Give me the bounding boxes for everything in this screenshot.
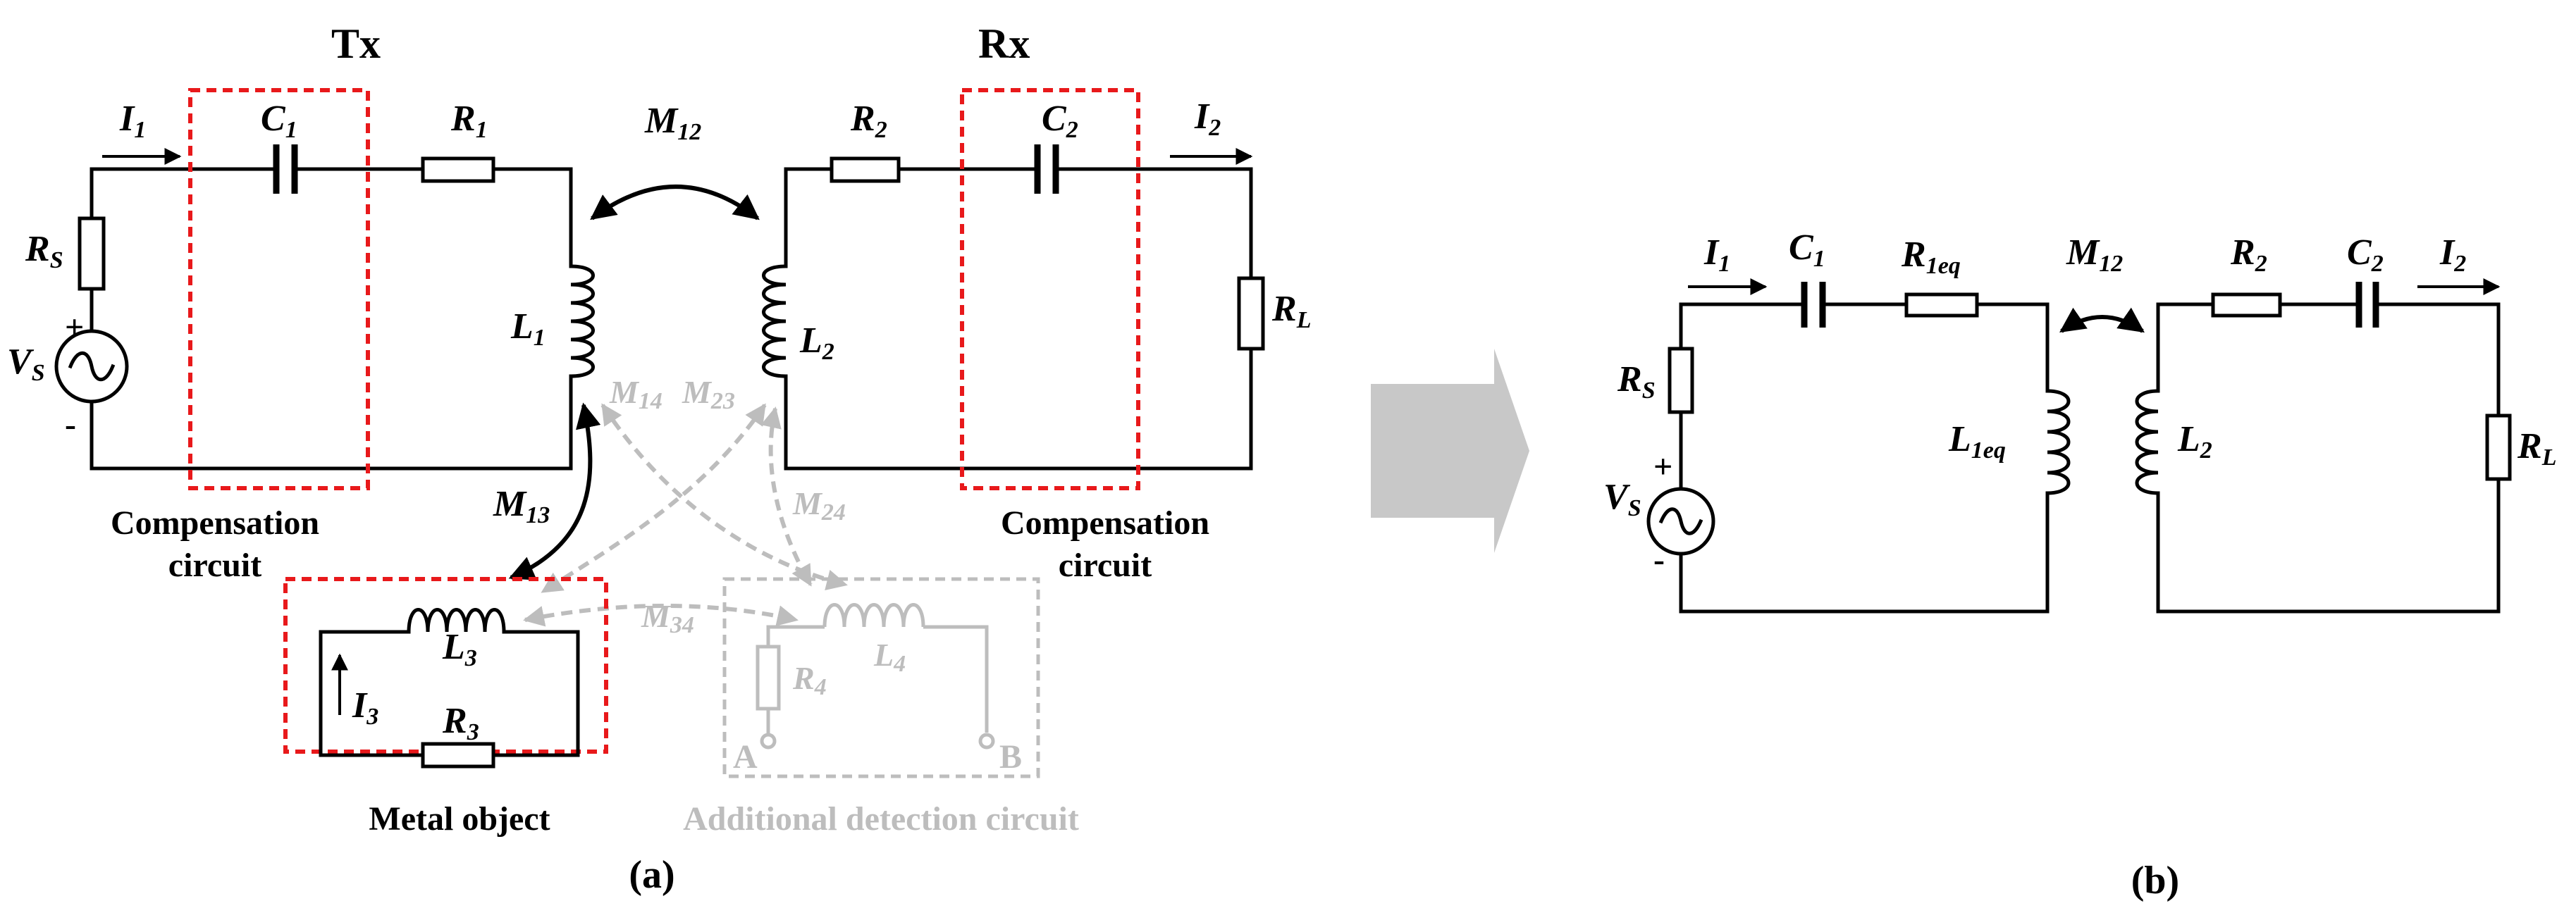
label-r2-b: R2 — [2230, 232, 2267, 277]
label-i3: I3 — [352, 685, 378, 730]
label-m34: M34 — [641, 598, 694, 638]
resistor-r2-b — [2211, 292, 2282, 318]
inductor-l1 — [569, 264, 595, 378]
label-l3: L3 — [442, 627, 477, 671]
label-m12: M12 — [644, 101, 701, 145]
label-rs: RS — [25, 229, 63, 273]
label-c2: C2 — [1042, 99, 1078, 143]
inductor-l2 — [762, 264, 788, 378]
label-l1eq: L1eq — [1948, 419, 2006, 464]
compensation-label-left-2: circuit — [168, 547, 261, 584]
label-rl: RL — [1271, 289, 1311, 333]
label-l2-b: L2 — [2177, 419, 2212, 464]
label-r4: R4 — [792, 660, 827, 700]
label-minus: - — [65, 406, 76, 443]
label-l2: L2 — [799, 321, 834, 365]
label-r1eq: R1eq — [1901, 235, 1961, 279]
terminal-a — [760, 733, 777, 750]
caption-a: (a) — [629, 853, 674, 897]
inductor-l4 — [822, 603, 925, 628]
rx-circuit — [762, 144, 1265, 471]
label-minus-b: - — [1653, 541, 1665, 578]
label-i2: I2 — [1194, 97, 1221, 141]
resistor-r4 — [756, 645, 781, 711]
caption-b: (b) — [2131, 859, 2179, 902]
label-terminal-b: B — [999, 738, 1022, 776]
label-r3: R3 — [442, 701, 479, 745]
compensation-box-right — [960, 88, 1140, 490]
transform-arrow-icon — [1371, 349, 1529, 553]
label-plus-b: + — [1653, 448, 1672, 485]
label-m12-b: M12 — [2066, 232, 2123, 277]
label-r2: R2 — [850, 99, 887, 143]
label-m23: M23 — [682, 374, 735, 414]
terminal-b — [978, 733, 995, 750]
resistor-r1 — [421, 156, 495, 183]
label-c1: C1 — [261, 99, 297, 143]
compensation-label-right-2: circuit — [1059, 547, 1152, 584]
resistor-rl-b — [2485, 414, 2512, 481]
inductor-l1eq — [2045, 389, 2071, 495]
metal-object-circuit — [283, 577, 608, 769]
inductor-l2-b — [2135, 389, 2160, 495]
resistor-r1eq — [1904, 292, 1979, 318]
label-vs: VS — [7, 342, 45, 386]
detection-circuit-label: Additional detection circuit — [683, 800, 1079, 838]
label-l1: L1 — [510, 306, 546, 351]
compensation-label-right-1: Compensation — [1001, 504, 1209, 542]
label-terminal-a: A — [733, 738, 758, 776]
label-i1: I1 — [119, 99, 146, 143]
label-c2-b: C2 — [2347, 232, 2384, 277]
label-r1: R1 — [450, 99, 488, 143]
label-m24: M24 — [792, 485, 846, 526]
metal-object-label: Metal object — [369, 800, 550, 838]
panel-a: Tx Rx I1 C1 R1 M12 R2 C2 I2 RS VS + - L1… — [7, 20, 1311, 897]
panel-b: I1 C1 R1eq M12 R2 C2 I2 RS VS + - L1eq L… — [1603, 228, 2556, 902]
detection-box — [722, 577, 1040, 778]
resistor-rs-b — [1668, 347, 1694, 414]
label-m14: M14 — [609, 374, 663, 414]
compensation-box-left — [188, 88, 370, 490]
resistor-rl — [1237, 276, 1265, 351]
tx-title: Tx — [331, 20, 381, 67]
inductor-l3 — [407, 608, 506, 634]
resistor-r2 — [830, 156, 901, 183]
label-i2-b: I2 — [2439, 232, 2466, 277]
mutual-arrow-m12 — [590, 185, 760, 220]
detection-circuit — [722, 577, 1040, 778]
label-l4: L4 — [873, 637, 906, 677]
mutual-arrow-m12-b — [2059, 307, 2145, 333]
resistor-r3 — [421, 742, 495, 769]
label-c1-b: C1 — [1789, 228, 1825, 272]
label-m13: M13 — [493, 484, 550, 528]
label-rl-b: RL — [2517, 426, 2556, 471]
label-vs-b: VS — [1603, 477, 1641, 521]
rx-title: Rx — [978, 20, 1030, 67]
label-plus: + — [65, 309, 84, 346]
label-rs-b: RS — [1617, 359, 1656, 404]
resistor-rs — [78, 216, 106, 291]
label-i1-b: I1 — [1703, 232, 1730, 277]
compensation-label-left-1: Compensation — [111, 504, 319, 542]
gray-coupling-arrows — [523, 403, 848, 627]
